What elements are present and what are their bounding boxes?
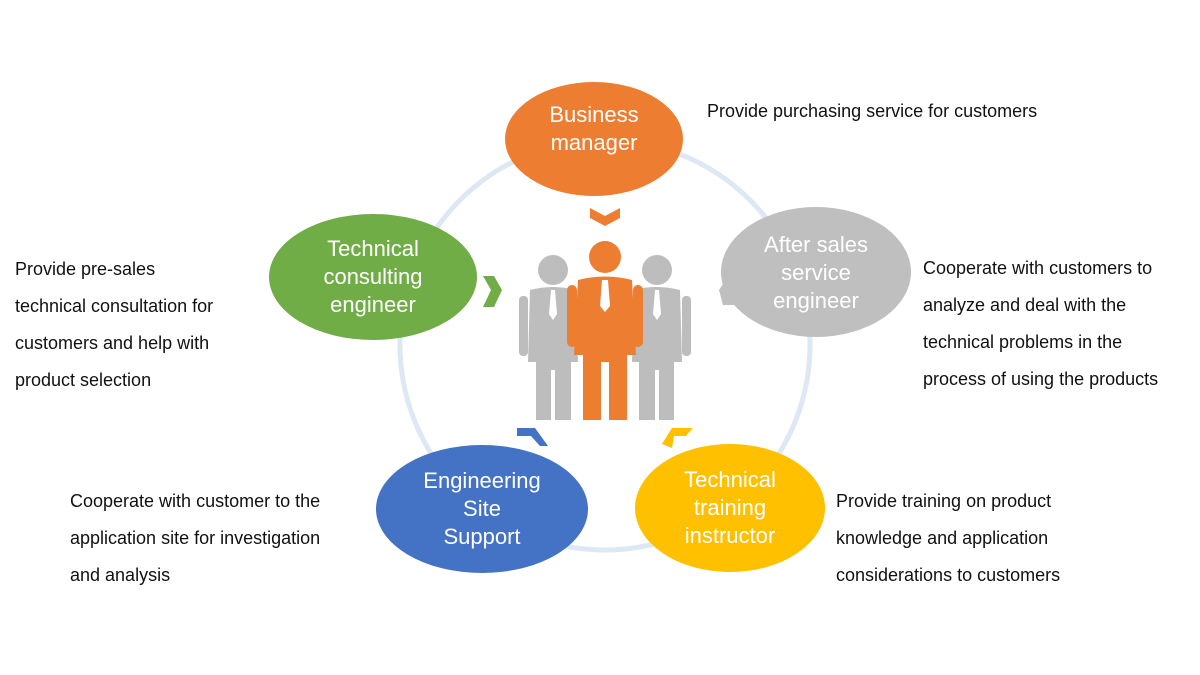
label-line: engineer: [773, 288, 859, 313]
node-label-technical-consulting: Technical consulting engineer: [283, 235, 463, 319]
description-line: customers and help with: [15, 333, 210, 353]
label-line: Technical: [327, 236, 419, 261]
node-technical-training-instructor: [635, 444, 825, 572]
label-line: service: [781, 260, 851, 285]
description-line: and analysis: [70, 565, 171, 585]
node-business-manager: [505, 82, 683, 196]
people-group-icon: [519, 241, 691, 420]
person-left-icon: [519, 255, 578, 420]
description-engineering-site: Cooperate with customer to the applicati…: [70, 483, 320, 594]
chevron-down-icon: [590, 208, 620, 226]
description-line: Provide purchasing service for customers: [707, 101, 1038, 121]
description-business-manager: Provide purchasing service for customers: [707, 93, 1037, 130]
node-label-engineering-site: Engineering Site Support: [392, 467, 572, 551]
description-line: process of using the products: [923, 369, 1159, 389]
label-line: Site: [463, 496, 501, 521]
label-line: After sales: [764, 232, 868, 257]
node-label-technical-training: Technical training instructor: [640, 466, 820, 550]
person-right-icon: [632, 255, 691, 420]
description-line: Cooperate with customers to: [923, 258, 1153, 278]
label-line: instructor: [684, 523, 776, 548]
node-after-sales-service-engineer: [721, 207, 911, 337]
description-line: Provide pre-sales: [15, 259, 156, 279]
node-label-after-sales: After sales service engineer: [726, 231, 906, 315]
description-line: Provide training on product: [836, 491, 1052, 511]
description-line: knowledge and application: [836, 528, 1049, 548]
description-technical-consulting: Provide pre-sales technical consultation…: [15, 251, 213, 399]
label-line: consulting: [323, 264, 423, 289]
node-label-business-manager: Business manager: [514, 101, 674, 157]
description-line: analyze and deal with the: [923, 295, 1127, 315]
label-line: Support: [443, 524, 521, 549]
node-technical-consulting-engineer: [269, 214, 477, 340]
description-line: product selection: [15, 370, 152, 390]
description-line: technical consultation for: [15, 296, 214, 316]
chevron-right-icon: [483, 276, 502, 307]
description-line: application site for investigation: [70, 528, 321, 548]
description-after-sales: Cooperate with customers to analyze and …: [923, 250, 1158, 398]
label-line: training: [693, 495, 767, 520]
label-line: Business: [549, 102, 639, 127]
person-center-icon: [567, 241, 643, 420]
description-line: technical problems in the: [923, 332, 1123, 352]
description-line: Cooperate with customer to the: [70, 491, 321, 511]
node-engineering-site-support: [376, 445, 588, 573]
chevron-up-icon: [662, 428, 693, 448]
label-line: manager: [550, 130, 638, 155]
label-line: engineer: [330, 292, 416, 317]
description-line: considerations to customers: [836, 565, 1061, 585]
description-technical-training: Provide training on product knowledge an…: [836, 483, 1060, 594]
label-line: Technical: [684, 467, 776, 492]
chevron-up-icon: [517, 428, 548, 446]
label-line: Engineering: [423, 468, 541, 493]
